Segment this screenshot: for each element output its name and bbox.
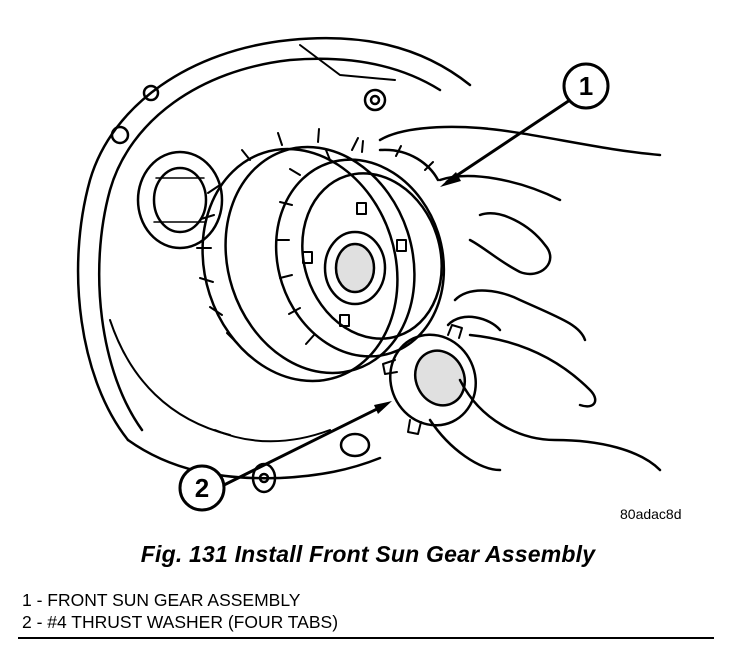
image-reference-code: 80adac8d — [620, 506, 682, 522]
callout-1-number: 1 — [579, 71, 593, 101]
thrust-washer — [382, 324, 477, 435]
callout-legend: 1 - FRONT SUN GEAR ASSEMBLY 2 - #4 THRUS… — [22, 589, 338, 633]
sun-gear-assembly — [196, 128, 446, 383]
callout-leaders — [220, 98, 572, 488]
callout-1-circle — [562, 62, 610, 110]
callout-2-circle — [178, 464, 226, 512]
bottom-rule — [18, 637, 714, 639]
hands — [378, 125, 662, 472]
legend-item-1: 1 - FRONT SUN GEAR ASSEMBLY — [22, 590, 301, 610]
transmission-case — [76, 36, 472, 494]
legend-item-2: 2 - #4 THRUST WASHER (FOUR TABS) — [22, 612, 339, 632]
callout-2-number: 2 — [195, 473, 209, 503]
front-sun-gear-illustration: 1 2 — [76, 36, 662, 512]
figure-caption: Fig. 131 Install Front Sun Gear Assembly — [140, 541, 596, 567]
